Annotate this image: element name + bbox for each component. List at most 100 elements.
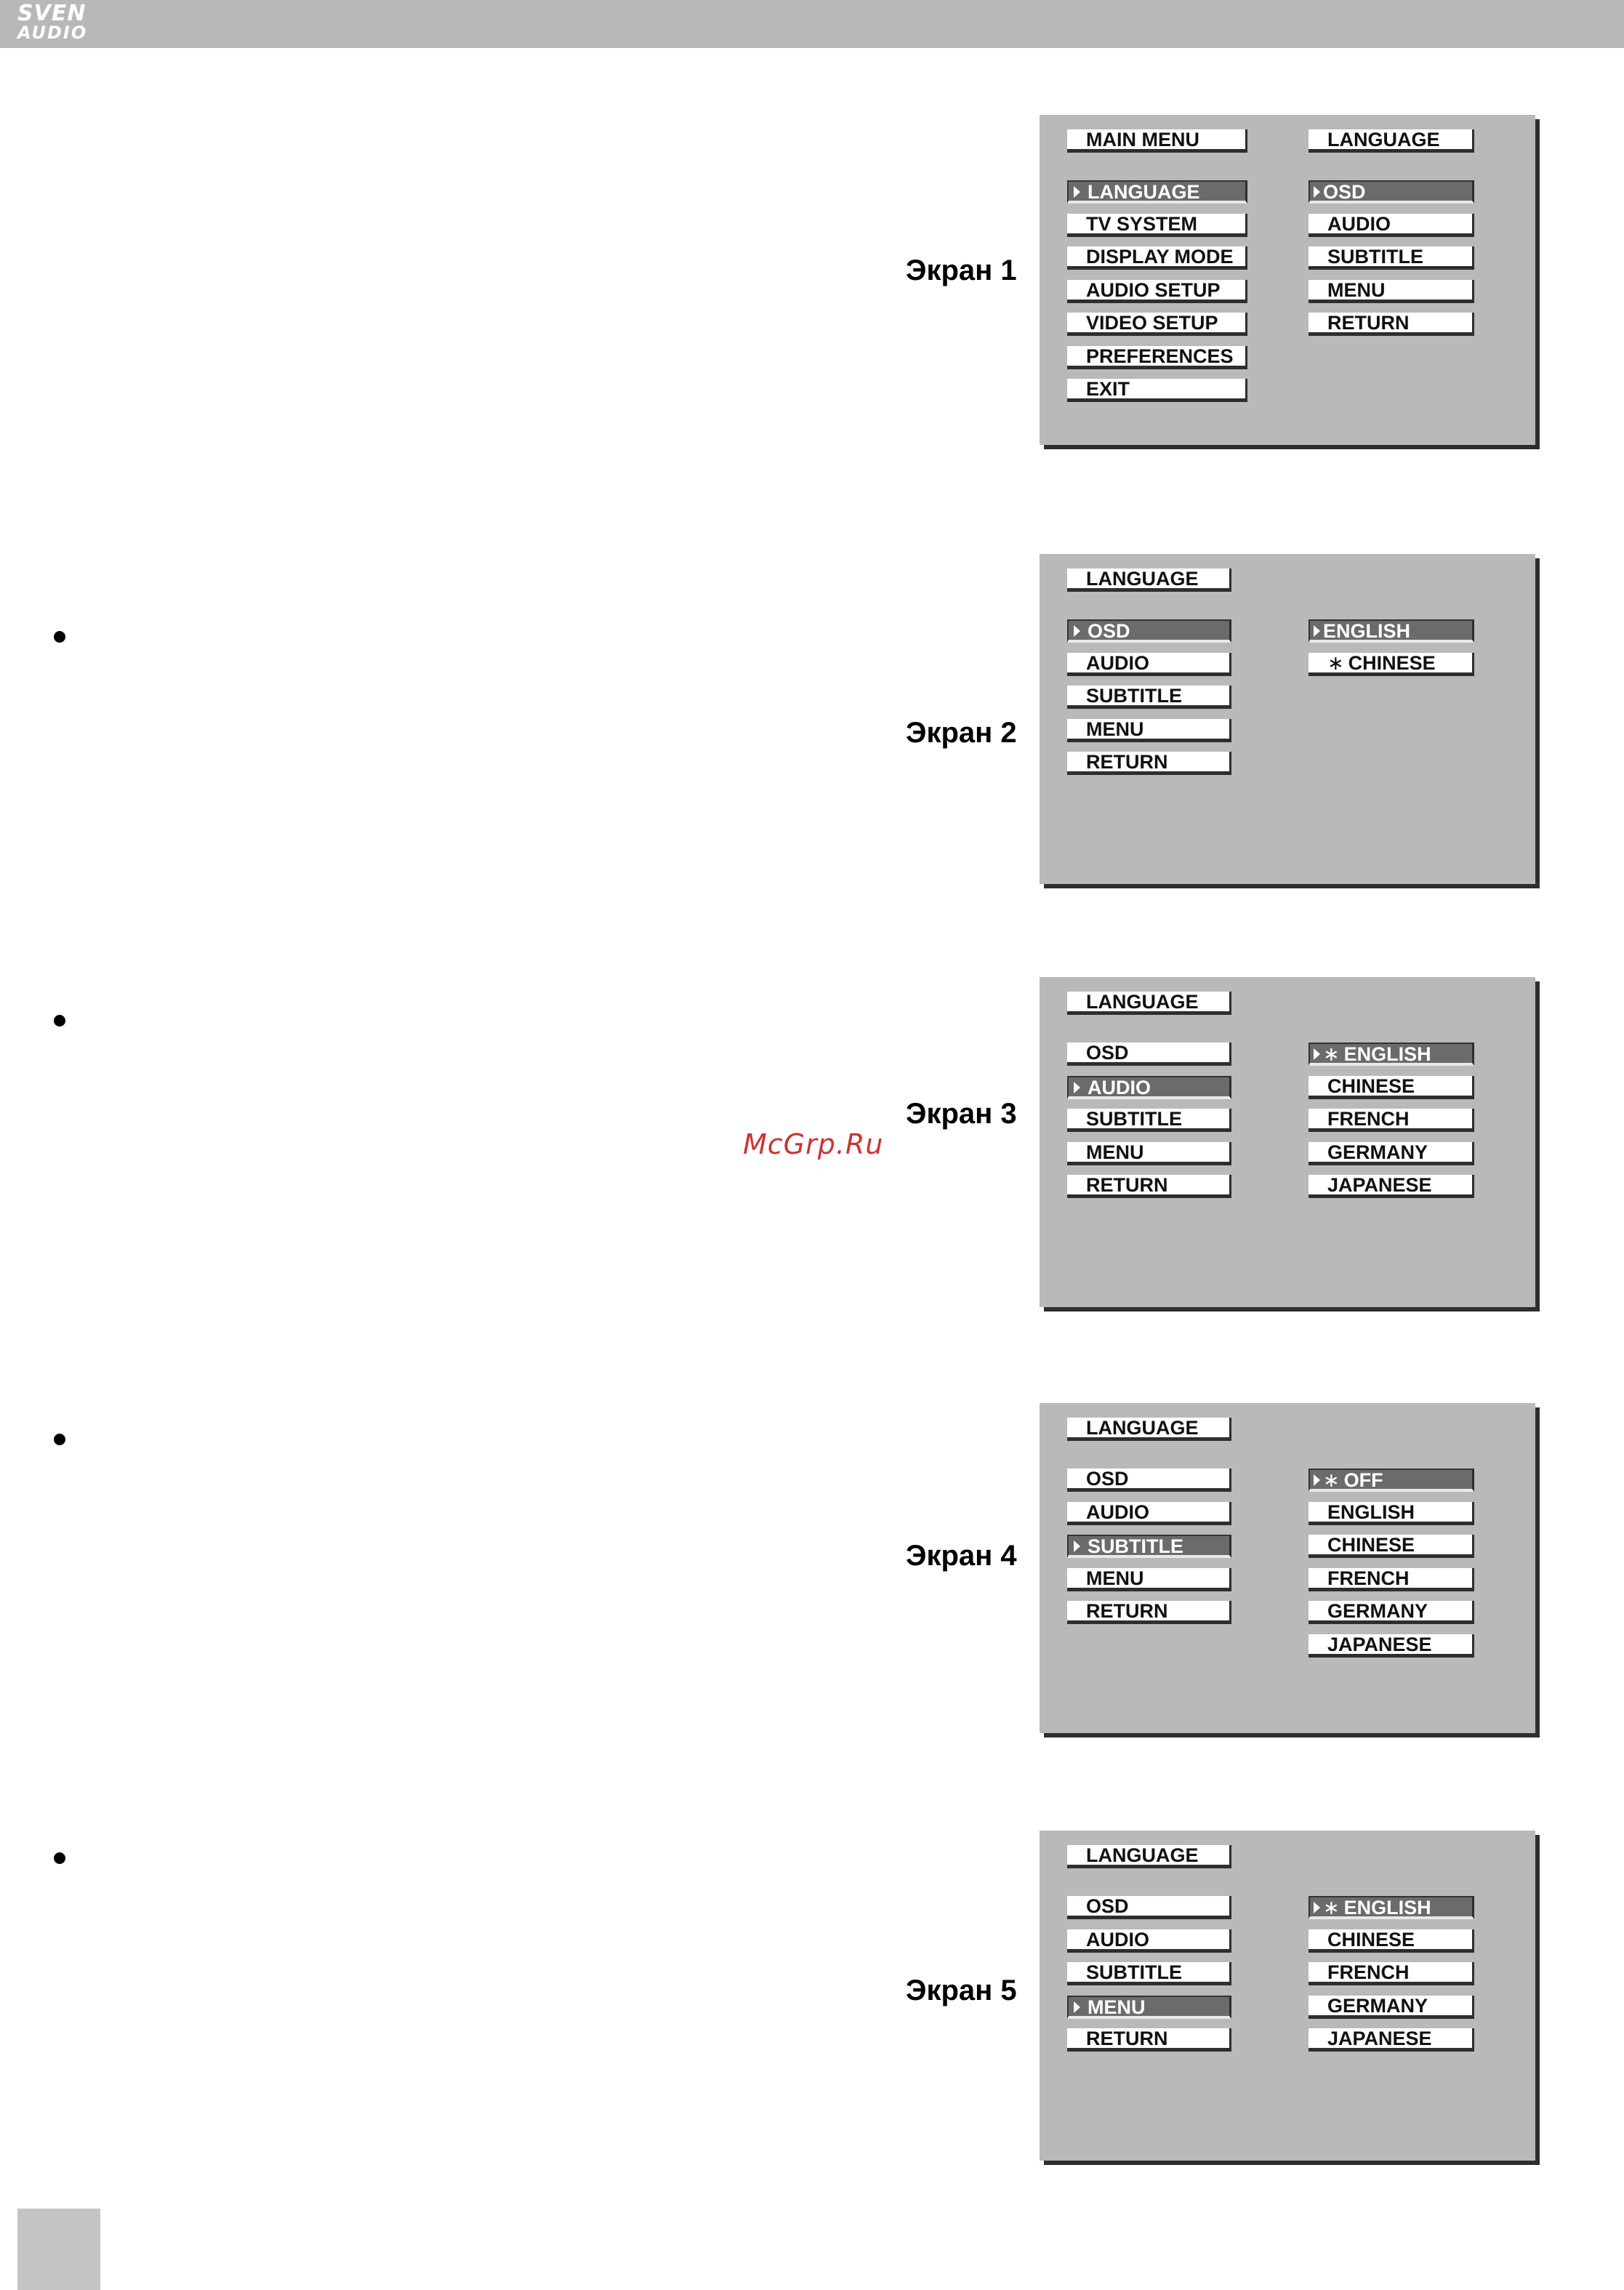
option-japanese[interactable]: JAPANESE: [1309, 2028, 1474, 2052]
menu-item-display-mode[interactable]: DISPLAY MODE: [1067, 246, 1247, 270]
pointer-arrow-icon: [1074, 186, 1080, 198]
menu-item-return[interactable]: RETURN: [1067, 752, 1231, 775]
menu-item-label: SUBTITLE: [1088, 1535, 1183, 1557]
brand-line-2: AUDIO: [17, 23, 88, 43]
menu-item-return[interactable]: RETURN: [1067, 1601, 1231, 1624]
menu-item-menu[interactable]: MENU: [1067, 1995, 1231, 2019]
option-label: FRENCH: [1327, 1962, 1410, 1983]
menu-item-osd[interactable]: OSD: [1067, 1469, 1231, 1492]
bullet-dot: [54, 631, 65, 643]
option-label: FRENCH: [1327, 1567, 1410, 1589]
brand-logo: SVEN AUDIO: [17, 1, 112, 47]
option-off[interactable]: ∗OFF: [1309, 1469, 1474, 1492]
menu-item-label: SUBTITLE: [1086, 1962, 1182, 1983]
menu-item-label: MENU: [1088, 1996, 1146, 2018]
pointer-arrow-icon: [1314, 1474, 1320, 1486]
menu-item-subtitle[interactable]: SUBTITLE: [1067, 686, 1231, 709]
menu-item-label: RETURN: [1086, 1175, 1168, 1196]
menu-item-label: SUBTITLE: [1086, 1109, 1182, 1130]
menu-item-label: RETURN: [1086, 752, 1168, 773]
menu-item-label: AUDIO: [1086, 1501, 1149, 1523]
menu-item-preferences[interactable]: PREFERENCES: [1067, 345, 1247, 369]
page-header: SVEN AUDIO: [0, 0, 1624, 48]
pointer-arrow-icon: [1314, 186, 1320, 198]
menu-item-label: SUBTITLE: [1086, 686, 1182, 707]
screen-label: Экран 1: [906, 254, 1017, 286]
menu-item-label: RETURN: [1086, 2028, 1168, 2049]
option-french[interactable]: FRENCH: [1309, 1567, 1474, 1591]
menu-item-menu[interactable]: MENU: [1067, 1141, 1231, 1165]
option-label: CHINESE: [1327, 1075, 1415, 1097]
option-label: GERMANY: [1327, 1141, 1428, 1163]
option-label: ENGLISH: [1343, 1043, 1431, 1065]
option-label: FRENCH: [1327, 1109, 1410, 1130]
screen-label: Экран 3: [906, 1098, 1017, 1130]
option-french[interactable]: FRENCH: [1309, 1962, 1474, 1985]
option-germany[interactable]: GERMANY: [1309, 1601, 1474, 1624]
menu-item-osd[interactable]: OSD: [1067, 1042, 1231, 1066]
menu-item-audio[interactable]: AUDIO: [1067, 1075, 1231, 1099]
option-label: GERMANY: [1327, 1601, 1428, 1622]
menu-item-video-setup[interactable]: VIDEO SETUP: [1067, 313, 1247, 336]
menu-item-label: MENU: [1086, 1141, 1144, 1163]
option-japanese[interactable]: JAPANESE: [1309, 1634, 1474, 1658]
menu-item-subtitle[interactable]: SUBTITLE: [1067, 1962, 1231, 1985]
option-label: AUDIO: [1327, 213, 1391, 235]
menu-item-audio[interactable]: AUDIO: [1067, 652, 1231, 676]
menu-item-subtitle[interactable]: SUBTITLE: [1067, 1535, 1231, 1558]
option-chinese[interactable]: ∗CHINESE: [1309, 652, 1474, 676]
menu-item-label: TV SYSTEM: [1086, 213, 1198, 235]
menu-item-label: RETURN: [1086, 1601, 1168, 1622]
option-germany[interactable]: GERMANY: [1309, 1141, 1474, 1165]
menu-item-menu[interactable]: MENU: [1067, 1567, 1231, 1591]
option-chinese[interactable]: CHINESE: [1309, 1929, 1474, 1953]
option-osd[interactable]: OSD: [1309, 180, 1474, 204]
menu-item-language[interactable]: LANGUAGE: [1067, 180, 1247, 204]
menu-item-audio[interactable]: AUDIO: [1067, 1929, 1231, 1953]
brand-line-1: SVEN: [17, 1, 87, 26]
menu-item-label: OSD: [1088, 620, 1130, 642]
option-menu[interactable]: MENU: [1309, 279, 1474, 303]
menu-item-label: PREFERENCES: [1086, 345, 1234, 367]
menu-item-label: LANGUAGE: [1088, 181, 1200, 203]
option-label: JAPANESE: [1327, 1175, 1432, 1196]
menu-item-label: AUDIO: [1086, 1929, 1149, 1950]
option-germany[interactable]: GERMANY: [1309, 1995, 1474, 2019]
menu-item-tv-system[interactable]: TV SYSTEM: [1067, 213, 1247, 237]
option-english[interactable]: ENGLISH: [1309, 1501, 1474, 1525]
menu-item-subtitle[interactable]: SUBTITLE: [1067, 1109, 1231, 1132]
option-english[interactable]: ∗ENGLISH: [1309, 1896, 1474, 1919]
current-setting-asterisk-icon: ∗: [1323, 1043, 1340, 1065]
option-chinese[interactable]: CHINESE: [1309, 1535, 1474, 1558]
menu-item-return[interactable]: RETURN: [1067, 2028, 1231, 2052]
menu-item-osd[interactable]: OSD: [1067, 619, 1231, 643]
option-english[interactable]: ENGLISH: [1309, 619, 1474, 643]
pointer-arrow-icon: [1314, 1902, 1320, 1913]
menu-item-audio-setup[interactable]: AUDIO SETUP: [1067, 279, 1247, 303]
current-setting-asterisk-icon: ∗: [1323, 1469, 1340, 1491]
page-number-tab: [17, 2209, 100, 2290]
option-audio[interactable]: AUDIO: [1309, 213, 1474, 237]
option-french[interactable]: FRENCH: [1309, 1109, 1474, 1132]
option-english[interactable]: ∗ENGLISH: [1309, 1042, 1474, 1066]
option-return[interactable]: RETURN: [1309, 313, 1474, 336]
bullet-dot: [54, 1015, 65, 1027]
bullet-dot: [54, 1852, 65, 1864]
menu-item-menu[interactable]: MENU: [1067, 718, 1231, 742]
menu-item-osd[interactable]: OSD: [1067, 1896, 1231, 1919]
option-label: RETURN: [1327, 313, 1410, 334]
screen-label: Экран 5: [906, 1974, 1017, 2006]
option-label: CHINESE: [1348, 652, 1436, 674]
option-subtitle[interactable]: SUBTITLE: [1309, 246, 1474, 270]
menu-item-exit[interactable]: EXIT: [1067, 379, 1247, 402]
option-japanese[interactable]: JAPANESE: [1309, 1175, 1474, 1198]
menu-item-label: EXIT: [1086, 379, 1130, 400]
menu-item-audio[interactable]: AUDIO: [1067, 1501, 1231, 1525]
pointer-arrow-icon: [1074, 1081, 1080, 1093]
option-chinese[interactable]: CHINESE: [1309, 1075, 1474, 1099]
menu-item-return[interactable]: RETURN: [1067, 1175, 1231, 1198]
option-label: GERMANY: [1327, 1995, 1428, 2017]
